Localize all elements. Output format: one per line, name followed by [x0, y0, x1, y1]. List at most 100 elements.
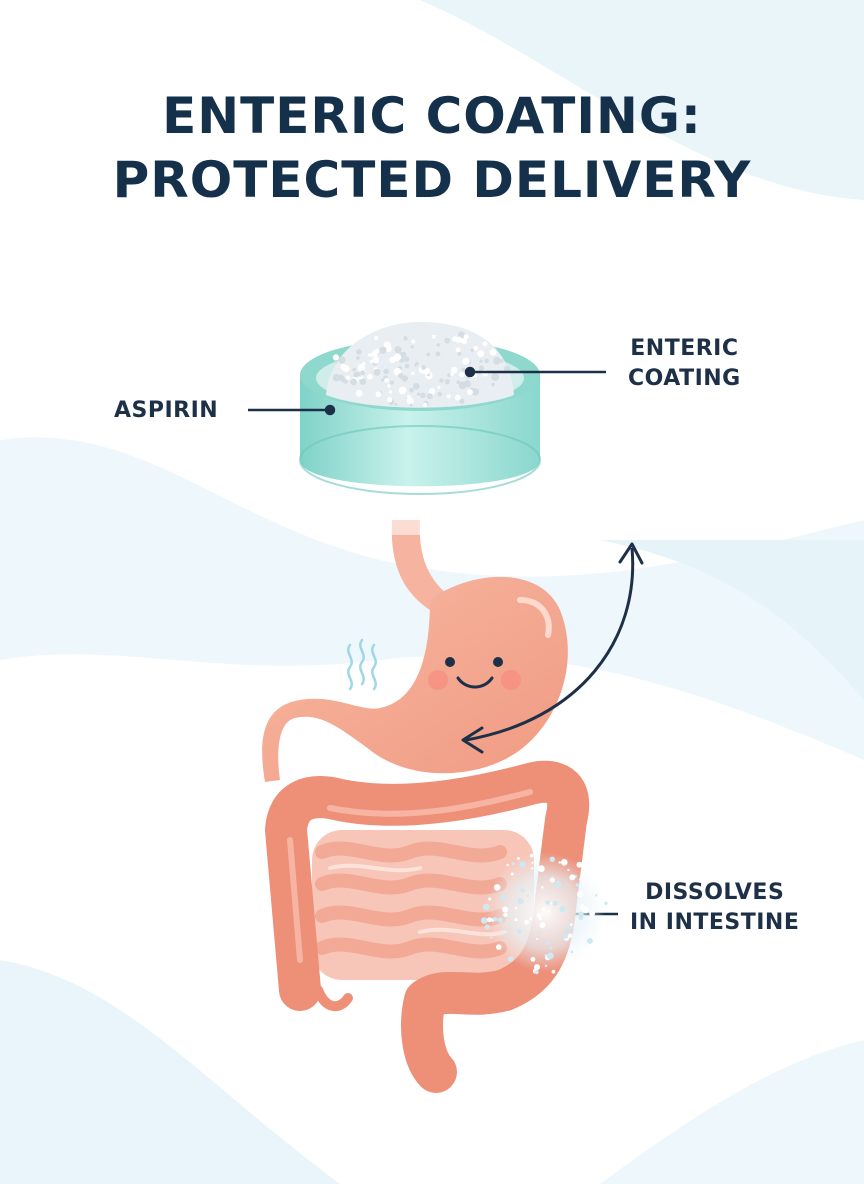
powder-granule	[358, 364, 365, 371]
aspirin-leader-dot	[326, 406, 334, 414]
powder-granule	[374, 349, 379, 354]
powder-granule	[423, 403, 427, 407]
dissolving-particle	[546, 941, 550, 945]
powder-granule	[356, 356, 360, 360]
dissolving-particle	[524, 920, 529, 925]
dissolving-particle	[540, 922, 546, 928]
powder-granule	[421, 365, 426, 370]
stomach-right-eye	[493, 657, 503, 667]
dissolves-label-line-1: DISSOLVES	[630, 878, 799, 908]
dissolving-particle	[570, 923, 573, 926]
powder-granule	[387, 397, 392, 402]
powder-granule	[455, 395, 461, 401]
powder-granule	[477, 350, 484, 357]
powder-granule	[340, 376, 345, 381]
dissolving-particle	[570, 907, 573, 910]
dissolving-particle	[559, 861, 561, 863]
dissolving-particle	[498, 917, 503, 922]
dissolving-particle	[531, 867, 533, 869]
powder-granule	[451, 367, 458, 374]
powder-granule	[379, 347, 386, 354]
powder-granule	[407, 397, 414, 404]
powder-granule	[480, 360, 483, 363]
powder-granule	[462, 358, 469, 365]
dissolving-particle	[534, 964, 540, 970]
powder-granule	[427, 393, 433, 399]
powder-granule	[360, 370, 365, 375]
dissolving-particle	[560, 906, 566, 912]
small-intestine-loop-1	[322, 849, 500, 856]
tablet	[300, 322, 540, 494]
powder-granule	[411, 345, 414, 348]
dissolving-particle	[595, 894, 597, 896]
title-line-1: ENTERIC COATING:	[0, 84, 864, 148]
powder-granule	[338, 356, 345, 363]
powder-granule	[389, 390, 392, 393]
stomach-left-eye	[445, 657, 455, 667]
powder-granule	[407, 395, 411, 399]
powder-granule	[368, 353, 371, 356]
dissolving-particle	[553, 901, 558, 906]
dissolving-particle	[579, 878, 582, 881]
dissolving-particle	[517, 929, 522, 934]
dissolving-particle	[550, 857, 555, 862]
powder-granule	[411, 372, 414, 375]
powder-granule	[384, 378, 389, 383]
small-intestine-loop-3	[322, 913, 500, 920]
aspirin-label-text: ASPIRIN	[114, 396, 218, 426]
powder-granule	[372, 357, 379, 364]
dissolving-particle	[547, 952, 554, 959]
stomach-body	[262, 577, 568, 782]
powder-granule	[352, 368, 356, 372]
dissolving-particle	[545, 965, 548, 968]
dissolving-particle	[507, 864, 509, 866]
dissolving-particle	[490, 936, 493, 939]
powder-granule	[402, 375, 408, 381]
dissolving-particle	[515, 907, 518, 910]
powder-granule	[447, 394, 451, 398]
dissolving-particle	[511, 873, 514, 876]
dissolving-particle	[530, 854, 534, 858]
powder-granule	[415, 362, 419, 366]
dissolving-particle	[529, 918, 532, 921]
powder-granule	[432, 335, 436, 339]
dissolving-particle	[487, 917, 492, 922]
appendix	[318, 990, 348, 1006]
dissolving-particle	[587, 938, 593, 944]
dissolving-particle	[538, 865, 545, 872]
dissolving-particle	[503, 913, 507, 917]
powder-granule	[471, 349, 474, 352]
powder-granule	[491, 383, 494, 386]
powder-granule	[420, 393, 426, 399]
powder-granule	[484, 359, 489, 364]
dissolving-particle	[566, 925, 572, 931]
powder-granule	[436, 352, 441, 357]
powder-granule	[490, 349, 497, 356]
powder-granule	[356, 349, 361, 354]
wavy-lines	[348, 640, 375, 689]
dissolving-particle	[555, 881, 562, 888]
stomach-right-cheek	[501, 670, 521, 690]
aspirin-powder	[326, 322, 514, 408]
powder-granule	[411, 339, 415, 343]
dissolving-particle	[483, 904, 490, 911]
powder-granule	[464, 334, 469, 339]
dissolving-particle	[494, 884, 501, 891]
dissolving-particle	[568, 957, 574, 963]
dissolving-particle	[584, 948, 590, 954]
powder-granule	[403, 336, 407, 340]
powder-granule	[374, 369, 381, 376]
powder-granule	[395, 346, 402, 353]
powder-granule	[426, 353, 430, 357]
wavy-line-2	[360, 640, 363, 684]
dissolving-particle	[527, 895, 529, 897]
coating-label-line-2: COATING	[628, 364, 741, 394]
powder-granule	[333, 374, 340, 381]
powder-granule	[367, 374, 373, 380]
dissolving-particle	[537, 913, 542, 918]
dissolving-particle	[502, 907, 508, 913]
title-line-2: PROTECTED DELIVERY	[0, 148, 864, 212]
powder-granule	[439, 378, 443, 382]
dissolving-particle	[500, 894, 506, 900]
page-title: ENTERIC COATING: PROTECTED DELIVERY	[0, 84, 864, 212]
